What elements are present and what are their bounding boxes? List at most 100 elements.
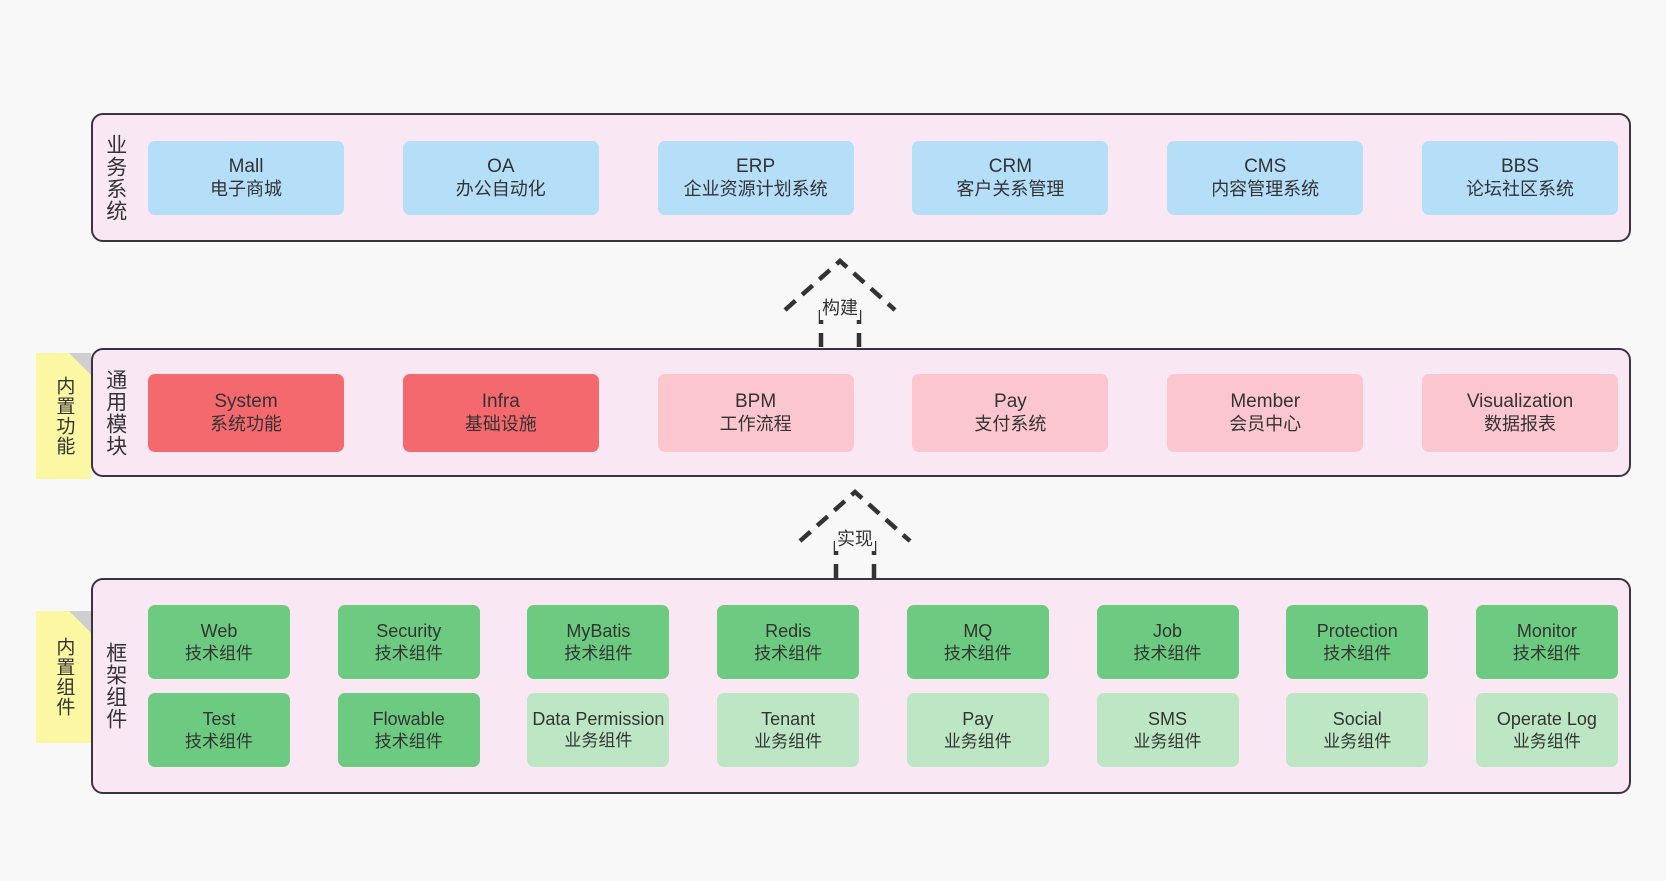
card-bbs[interactable]: BBS 论坛社区系统 — [1421, 140, 1618, 215]
arrow-build-label: 构建 — [820, 294, 860, 320]
card-mall[interactable]: Mall 电子商城 — [148, 140, 344, 215]
card-bpm[interactable]: BPM 工作流程 — [657, 373, 854, 452]
layer-title-framework-components: 框架组件 — [103, 642, 127, 730]
card-crm-cn: 客户关系管理 — [956, 179, 1065, 200]
card-mq[interactable]: MQ 技术组件 — [906, 605, 1049, 679]
card-pay-component-en: Pay — [962, 709, 994, 730]
card-member[interactable]: Member 会员中心 — [1167, 373, 1364, 452]
card-cms[interactable]: CMS 内容管理系统 — [1167, 140, 1364, 215]
card-erp[interactable]: ERP 企业资源计划系统 — [657, 140, 854, 215]
layer-business-systems: 业务系统 Mall 电子商城 OA 办公自动化 ERP 企业资源计划系统 CRM… — [91, 113, 1631, 242]
card-mall-cn: 电子商城 — [210, 179, 282, 200]
card-data-permission-en: Data Permission — [532, 709, 665, 730]
card-system[interactable]: System 系统功能 — [148, 373, 344, 452]
card-monitor-en: Monitor — [1516, 621, 1577, 642]
card-infra-en: Infra — [481, 390, 520, 412]
card-mybatis-cn: 技术组件 — [564, 643, 633, 663]
card-oa-cn: 办公自动化 — [455, 179, 546, 200]
card-redis-en: Redis — [765, 621, 812, 642]
card-member-cn: 会员中心 — [1229, 414, 1302, 435]
card-security-cn: 技术组件 — [374, 643, 443, 663]
card-sms[interactable]: SMS 业务组件 — [1096, 693, 1239, 767]
card-protection-cn: 技术组件 — [1323, 643, 1392, 663]
card-visualization[interactable]: Visualization 数据报表 — [1421, 373, 1618, 452]
card-test[interactable]: Test 技术组件 — [148, 693, 290, 767]
layer-title-business-systems: 业务系统 — [103, 133, 127, 222]
card-crm[interactable]: CRM 客户关系管理 — [912, 140, 1109, 215]
card-operate-log-cn: 业务组件 — [1512, 731, 1581, 751]
arrow-implement: 实现 — [780, 487, 930, 583]
card-redis[interactable]: Redis 技术组件 — [717, 605, 860, 679]
card-redis-cn: 技术组件 — [754, 643, 823, 663]
tab-builtin-functions-label: 内置功能 — [53, 376, 75, 456]
card-mq-cn: 技术组件 — [943, 643, 1012, 663]
card-flowable-cn: 技术组件 — [374, 731, 443, 751]
card-cms-cn: 内容管理系统 — [1211, 179, 1320, 200]
arrow-build: 构建 — [765, 256, 915, 352]
card-visualization-cn: 数据报表 — [1483, 414, 1556, 435]
card-system-cn: 系统功能 — [210, 414, 282, 435]
layer-body-framework-components: Web 技术组件 Security 技术组件 MyBatis 技术组件 Redi… — [137, 580, 1629, 792]
tab-builtin-functions: 内置功能 — [36, 353, 91, 479]
layer-framework-components: 框架组件 Web 技术组件 Security 技术组件 MyBatis 技术组件… — [91, 578, 1631, 794]
layer-body-business-systems: Mall 电子商城 OA 办公自动化 ERP 企业资源计划系统 CRM 客户关系… — [137, 115, 1629, 240]
card-infra[interactable]: Infra 基础设施 — [402, 373, 599, 452]
card-bpm-cn: 工作流程 — [719, 414, 792, 435]
card-pay-module[interactable]: Pay 支付系统 — [912, 373, 1109, 452]
card-social-cn: 业务组件 — [1323, 731, 1392, 751]
card-cms-en: CMS — [1244, 155, 1287, 177]
card-flowable-en: Flowable — [372, 709, 445, 730]
layer-common-modules: 通用模块 System 系统功能 Infra 基础设施 BPM 工作流程 Pay… — [91, 348, 1631, 477]
card-bpm-en: BPM — [735, 390, 777, 412]
card-tenant-cn: 业务组件 — [754, 731, 823, 751]
card-operate-log-en: Operate Log — [1496, 709, 1597, 730]
card-crm-en: CRM — [988, 155, 1033, 177]
arrow-implement-label: 实现 — [835, 525, 875, 551]
card-oa-en: OA — [487, 155, 515, 177]
card-bbs-cn: 论坛社区系统 — [1465, 179, 1574, 200]
page-fold-icon — [69, 353, 91, 375]
card-monitor[interactable]: Monitor 技术组件 — [1475, 605, 1618, 679]
layer-body-common-modules: System 系统功能 Infra 基础设施 BPM 工作流程 Pay 支付系统… — [137, 350, 1629, 475]
card-infra-cn: 基础设施 — [464, 414, 537, 435]
card-test-en: Test — [202, 709, 236, 730]
card-social[interactable]: Social 业务组件 — [1286, 693, 1429, 767]
card-sms-en: SMS — [1148, 709, 1188, 730]
card-pay-module-en: Pay — [994, 390, 1027, 412]
card-flowable[interactable]: Flowable 技术组件 — [337, 693, 480, 767]
card-oa[interactable]: OA 办公自动化 — [402, 140, 599, 215]
card-erp-en: ERP — [736, 155, 776, 177]
card-tenant-en: Tenant — [761, 709, 816, 730]
card-pay-component-cn: 业务组件 — [943, 731, 1012, 751]
card-pay-component[interactable]: Pay 业务组件 — [906, 693, 1049, 767]
card-security-en: Security — [376, 621, 442, 642]
card-job[interactable]: Job 技术组件 — [1096, 605, 1239, 679]
tab-builtin-components: 内置组件 — [36, 611, 91, 743]
card-job-en: Job — [1153, 621, 1183, 642]
layer-title-common-modules: 通用模块 — [103, 368, 127, 457]
card-operate-log[interactable]: Operate Log 业务组件 — [1475, 693, 1618, 767]
card-erp-cn: 企业资源计划系统 — [683, 179, 828, 200]
card-sms-cn: 业务组件 — [1133, 731, 1202, 751]
card-tenant[interactable]: Tenant 业务组件 — [717, 693, 860, 767]
framework-row-technical: Web 技术组件 Security 技术组件 MyBatis 技术组件 Redi… — [148, 605, 1618, 679]
card-web-en: Web — [200, 621, 238, 642]
card-mq-en: MQ — [963, 621, 993, 642]
card-web-cn: 技术组件 — [185, 643, 253, 663]
card-mybatis[interactable]: MyBatis 技术组件 — [527, 605, 670, 679]
framework-row-business: Test 技术组件 Flowable 技术组件 Data Permission … — [148, 693, 1618, 767]
card-test-cn: 技术组件 — [185, 731, 253, 751]
card-job-cn: 技术组件 — [1133, 643, 1202, 663]
card-social-en: Social — [1332, 709, 1382, 730]
card-monitor-cn: 技术组件 — [1512, 643, 1581, 663]
card-member-en: Member — [1230, 390, 1301, 412]
card-protection[interactable]: Protection 技术组件 — [1286, 605, 1429, 679]
card-pay-module-cn: 支付系统 — [974, 414, 1047, 435]
card-bbs-en: BBS — [1500, 155, 1539, 177]
card-mybatis-en: MyBatis — [566, 621, 631, 642]
card-security[interactable]: Security 技术组件 — [337, 605, 480, 679]
tab-builtin-components-label: 内置组件 — [53, 637, 75, 717]
card-web[interactable]: Web 技术组件 — [148, 605, 290, 679]
card-data-permission[interactable]: Data Permission 业务组件 — [527, 693, 670, 767]
